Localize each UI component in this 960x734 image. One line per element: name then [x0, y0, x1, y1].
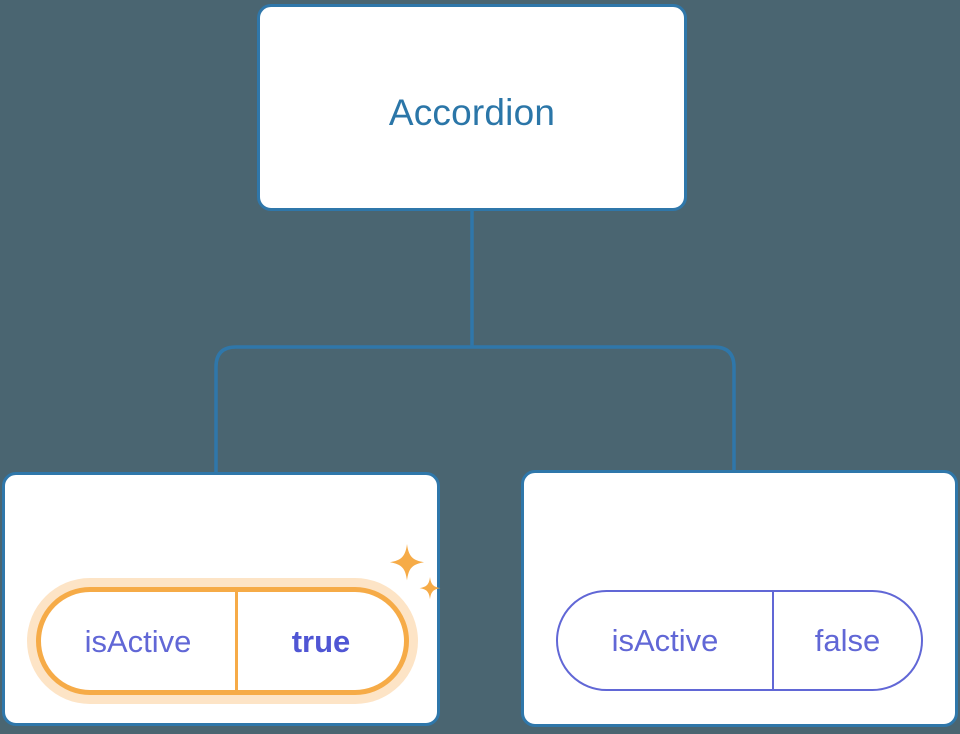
prop-value: false	[772, 592, 921, 689]
prop-value: true	[235, 592, 404, 690]
node-accordion-title: Accordion	[388, 92, 556, 133]
node-accordion[interactable]: Accordion	[257, 4, 687, 211]
connector-rail	[214, 345, 736, 472]
prop-key: isActive	[84, 623, 192, 659]
prop-key: isActive	[611, 623, 719, 658]
prop-pill-isactive-false[interactable]: isActive false	[556, 590, 923, 691]
prop-pill-isactive-true[interactable]: isActive true	[36, 587, 409, 695]
